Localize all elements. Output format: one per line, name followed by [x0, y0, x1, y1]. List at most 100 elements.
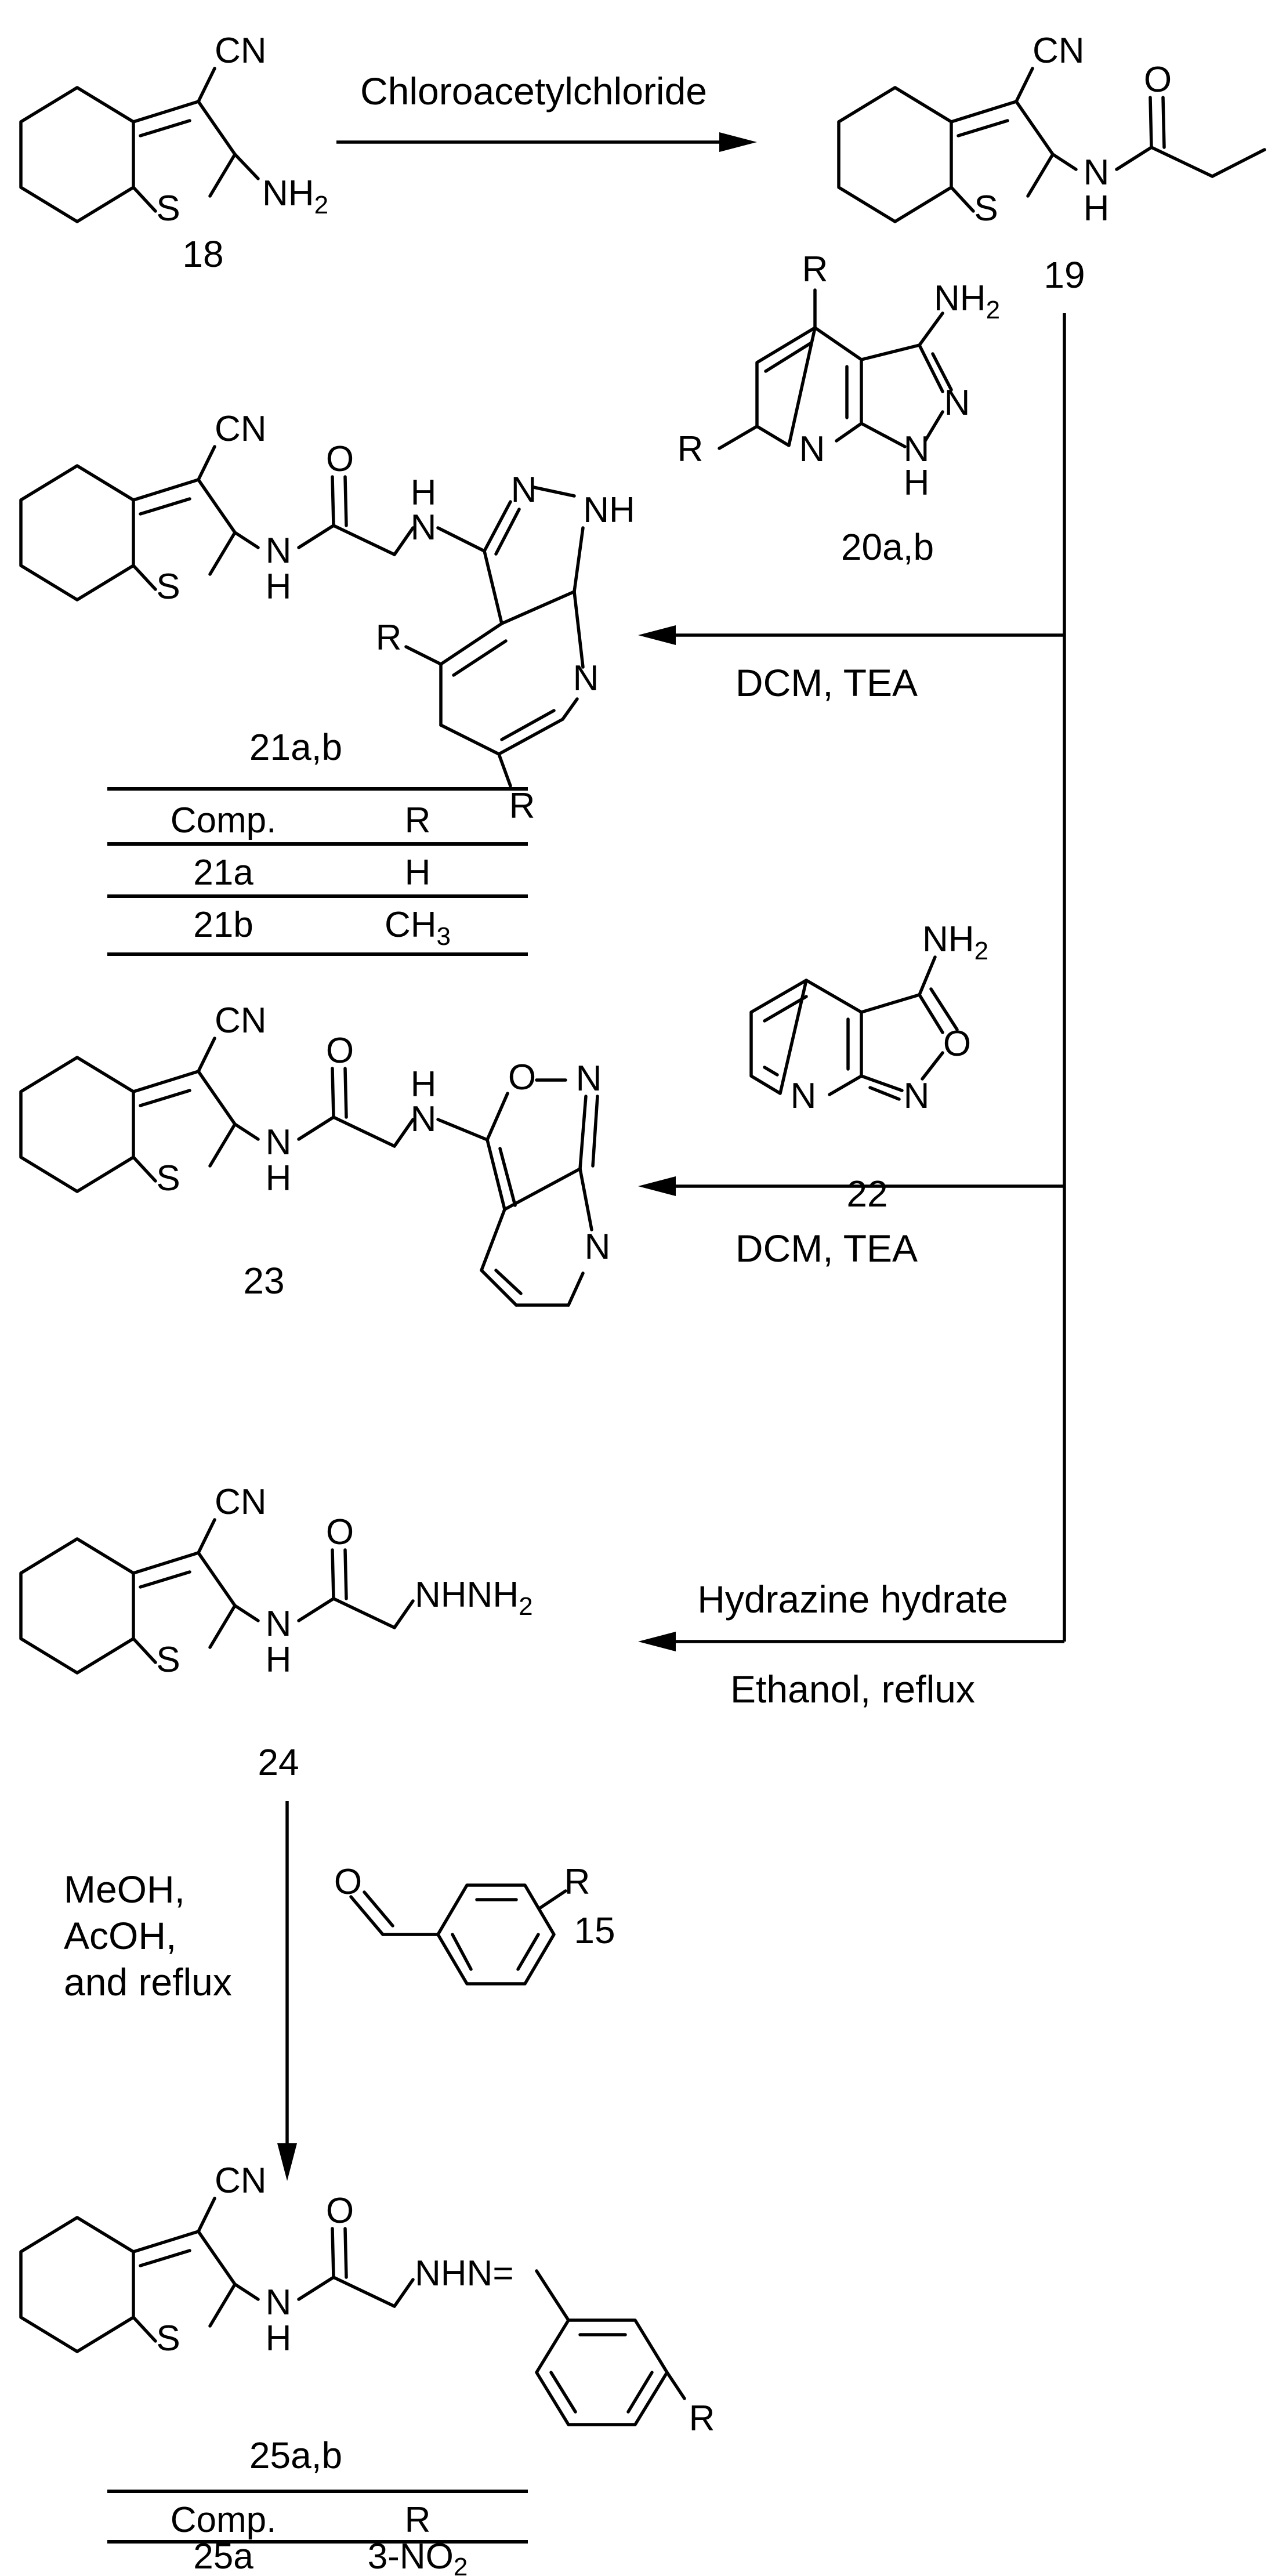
atom-s: S: [156, 189, 180, 229]
reagent-step5-line1: MeOH,: [64, 1868, 185, 1911]
atom-h: H: [904, 463, 930, 503]
atom-h: H: [266, 2318, 292, 2358]
atom-n: N: [576, 1059, 602, 1099]
atom-n: N: [266, 1604, 292, 1644]
reagent-step5-line3: and reflux: [64, 1961, 232, 2003]
compound-25: S CN N H O NHN= R: [21, 2161, 715, 2439]
atom-o: O: [1144, 60, 1172, 100]
atom-n: N: [573, 658, 599, 698]
atom-s: S: [156, 1640, 180, 1680]
atom-cn: CN: [215, 2161, 267, 2201]
table-21-cell: CH3: [385, 905, 451, 951]
compound-label-23: 23: [243, 1260, 284, 1302]
atom-o: O: [334, 1862, 362, 1902]
compound-label-15: 15: [574, 1910, 615, 1951]
compound-label-18: 18: [182, 233, 223, 275]
compound-label-25: 25a,b: [249, 2434, 342, 2476]
atom-o: O: [326, 439, 354, 479]
atom-s: S: [156, 567, 180, 607]
atom-h: H: [266, 1640, 292, 1680]
compound-label-24: 24: [258, 1741, 299, 1783]
table-21-cell: 21b: [193, 905, 253, 945]
table-21-cell: 21a: [193, 853, 253, 893]
atom-n: N: [904, 1076, 930, 1116]
atom-r: R: [376, 618, 402, 658]
table-25-header-r: R: [405, 2500, 431, 2540]
atom-nhnh2: NHNH2: [415, 1575, 533, 1621]
atom-s: S: [974, 189, 998, 229]
table-25: Comp. R 25a 3-NO2: [107, 2490, 528, 2576]
arrow-step4-head: [638, 1632, 676, 1651]
reagent-step5-line2: AcOH,: [64, 1914, 176, 1957]
reagent-step4-bottom: Ethanol, reflux: [730, 1668, 975, 1711]
compound-19: S CN N H O Cl: [839, 31, 1268, 229]
atom-h: H: [266, 567, 292, 607]
table-21-header-comp: Comp.: [171, 800, 277, 840]
reagent-step3: DCM, TEA: [736, 1227, 918, 1270]
atom-r: R: [802, 249, 828, 289]
table-25-cell: 3-NO2: [368, 2537, 468, 2576]
compound-20: R R N N H N NH2: [678, 249, 1000, 503]
reagent-step1: Chloroacetylchloride: [360, 70, 707, 113]
compound-label-22: 22: [846, 1173, 887, 1215]
atom-n: N: [791, 1076, 817, 1116]
atom-n: N: [585, 1227, 611, 1267]
atom-nh2: NH2: [262, 173, 328, 219]
atom-cn: CN: [1032, 31, 1085, 71]
atom-nh2: NH2: [934, 278, 1000, 324]
arrow-step2-head: [638, 625, 676, 645]
atom-n: N: [266, 531, 292, 571]
atom-n: N: [944, 383, 970, 423]
compound-18-final: S CN NH2: [21, 31, 328, 229]
atom-o: O: [326, 2191, 354, 2231]
arrow-step1-head: [719, 132, 757, 152]
atom-cn: CN: [215, 1482, 267, 1522]
table-21-cell: H: [405, 853, 431, 893]
atom-h: H: [411, 473, 437, 513]
atom-n: N: [266, 1122, 292, 1162]
compound-23: S CN N H O N H O N N: [21, 1001, 611, 1307]
arrow-step3-head: [638, 1176, 676, 1196]
atom-n: N: [411, 1099, 437, 1139]
atom-cn: CN: [215, 1001, 267, 1041]
atom-cn: CN: [215, 409, 267, 449]
compound-label-20: 20a,b: [841, 526, 934, 568]
atom-o: O: [326, 1031, 354, 1071]
atom-r: R: [509, 786, 535, 826]
atom-n: N: [266, 2282, 292, 2323]
atom-o: O: [326, 1512, 354, 1552]
table-21: Comp. R 21a H 21b CH3: [107, 787, 528, 956]
atom-nh: NH: [583, 490, 635, 530]
atom-s: S: [156, 2318, 180, 2358]
atom-h: H: [1084, 189, 1110, 229]
atom-nh: N: [904, 429, 930, 469]
atom-n: N: [1084, 153, 1110, 193]
atom-n: N: [511, 470, 537, 510]
table-25-cell: 25a: [193, 2537, 253, 2576]
atom-o: O: [943, 1024, 971, 1064]
atom-n: N: [799, 429, 825, 469]
atom-cn: CN: [215, 31, 267, 71]
arrow-step5-head: [277, 2143, 297, 2181]
compound-22: N N O NH2: [749, 919, 988, 1116]
atom-s: S: [156, 1158, 180, 1198]
atom-r: R: [564, 1862, 590, 1902]
table-21-header-r: R: [405, 800, 431, 840]
reagent-step4-top: Hydrazine hydrate: [697, 1578, 1008, 1621]
atom-n: N: [411, 508, 437, 548]
atom-o: O: [508, 1057, 536, 1097]
compound-21: S CN N H O N H N NH N R R: [21, 409, 635, 826]
atom-r: R: [689, 2399, 715, 2439]
reagent-step2: DCM, TEA: [736, 661, 918, 704]
compound-24: S CN N H O NHNH2: [21, 1482, 533, 1680]
compound-label-21: 21a,b: [249, 726, 342, 768]
atom-h: H: [266, 1158, 292, 1198]
atom-r: R: [678, 429, 704, 469]
atom-nhn: NHN=: [415, 2253, 514, 2294]
compound-label-19: 19: [1044, 254, 1085, 296]
atom-nh2: NH2: [922, 919, 988, 965]
atom-h: H: [411, 1064, 437, 1104]
table-25-header-comp: Comp.: [171, 2500, 277, 2540]
compound-15: O R: [334, 1862, 590, 1986]
